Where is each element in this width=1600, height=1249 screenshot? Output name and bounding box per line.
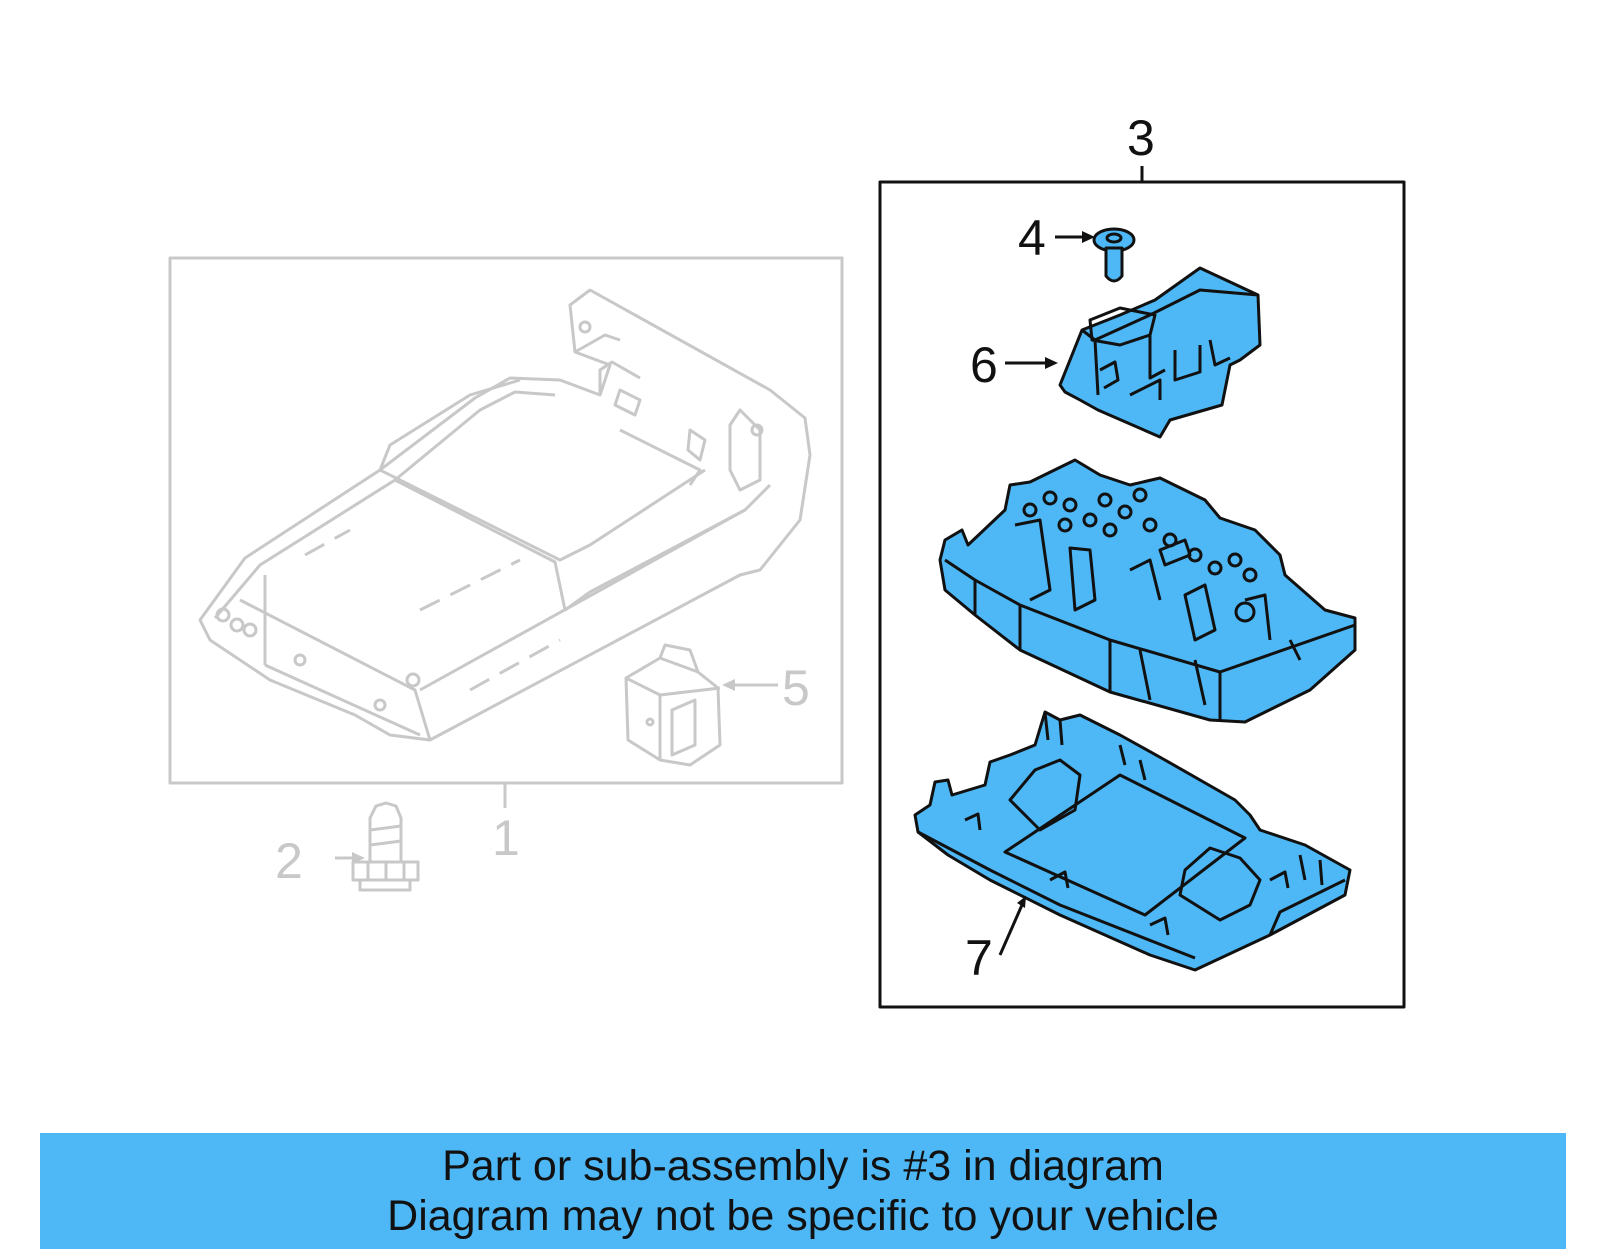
banner-line-1: Part or sub-assembly is #3 in diagram: [442, 1142, 1164, 1190]
bolt-illustration: [351, 801, 420, 892]
callout-2: 2: [275, 833, 303, 889]
banner-line-2: Diagram may not be specific to your vehi…: [387, 1192, 1219, 1240]
callout-7: 7: [965, 930, 993, 986]
callout-1: 1: [492, 810, 520, 866]
callout-6: 6: [970, 337, 998, 393]
module-illustration: [1058, 266, 1262, 439]
callout-4: 4: [1018, 210, 1046, 266]
callout-3: 3: [1127, 110, 1155, 166]
switch-illustration: [624, 643, 722, 767]
callout-5: 5: [782, 660, 810, 716]
screw-illustration: [1092, 227, 1136, 283]
left-assembly-group: [168, 256, 844, 892]
housing-frame: [168, 256, 844, 785]
subassembly-3-group: [878, 166, 1406, 1009]
upper-housing-illustration: [938, 458, 1357, 724]
info-banner: Part or sub-assembly is #3 in diagram Di…: [40, 1133, 1566, 1249]
cover-illustration: [913, 710, 1352, 972]
console-housing-illustration: [198, 288, 812, 742]
